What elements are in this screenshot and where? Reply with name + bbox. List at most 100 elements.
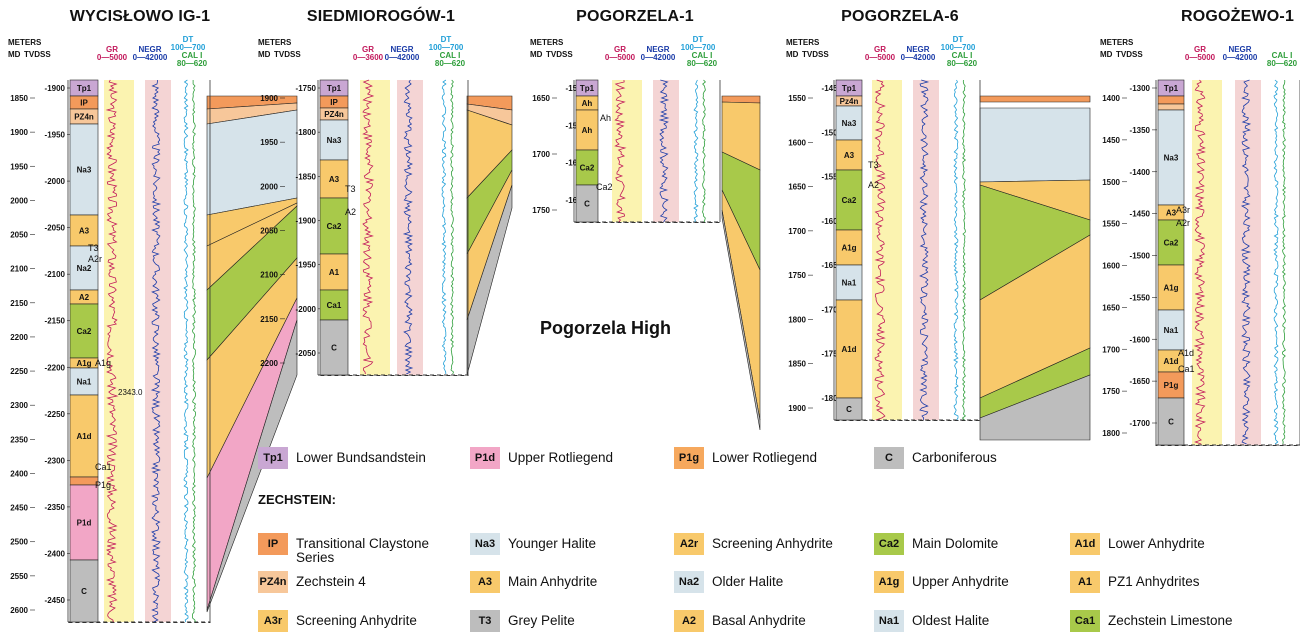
tvdss-tick: -2000 [296, 305, 317, 314]
gr-track-bg [872, 80, 902, 420]
md-header: MD [8, 50, 21, 59]
unit-C [319, 319, 349, 376]
band-c-d [979, 374, 1091, 441]
tvdss-tick: -1950 [45, 131, 66, 140]
tvdss-header: TVDSS [24, 50, 51, 59]
dt-curve [441, 79, 447, 375]
tvdss-tick: -1950 [296, 261, 317, 270]
unit-label-Ah: Ah [582, 126, 593, 135]
negr-curve [919, 79, 930, 421]
md-tick: 1950 [260, 138, 278, 147]
dt-curve [953, 79, 959, 421]
legend-swatch-ip: IP [258, 533, 288, 555]
md-tick: 1900 [788, 404, 806, 413]
unit-Na1 [1157, 309, 1185, 351]
unit-A1d [69, 394, 99, 478]
pick-label-3: Ca1 [95, 462, 112, 472]
negr-track-bg [397, 80, 423, 375]
md-tick: 1900 [10, 128, 28, 137]
negr-curve [150, 79, 162, 623]
md-tick: 1950 [10, 162, 28, 171]
md-tick: 2200 [260, 359, 278, 368]
gr-header: GR [1194, 45, 1206, 54]
legend-label-ca1: Zechstein Limestone [1108, 613, 1233, 628]
md-tick: 2500 [10, 538, 28, 547]
gr-header: GR [106, 45, 118, 54]
tvdss-tick: -2150 [45, 317, 66, 326]
pick-label-2: A1g [95, 358, 111, 368]
md-tick: 1600 [1102, 262, 1120, 271]
md-tick: 1750 [788, 271, 806, 280]
meters-header: METERS [530, 38, 564, 47]
tvdss-header: TVDSS [274, 50, 301, 59]
band-c-a [206, 319, 298, 613]
tvdss-tick: -2450 [45, 596, 66, 605]
band-ip-d [979, 95, 1091, 103]
tvdss-tick: -2300 [45, 456, 66, 465]
tvdss-tick: -1400 [1130, 168, 1151, 177]
md-tick: 1700 [532, 150, 550, 159]
gr-header: GR [614, 45, 626, 54]
gr-header: GR [874, 45, 886, 54]
unit-A3 [835, 139, 863, 171]
unit-label-Tp1: Tp1 [580, 84, 595, 93]
legend-swatch-a3r: A3r [258, 610, 288, 632]
cal-curve [450, 79, 454, 375]
cal-header: CAL I [440, 51, 461, 60]
md-tick: 1750 [532, 206, 550, 215]
meters-header: METERS [258, 38, 292, 47]
dt-curve [183, 79, 189, 623]
well-title-siedmiorogow: SIEDMIOROGÓW-1 [306, 8, 456, 25]
unit-label-A1d: A1d [76, 432, 91, 441]
unit-label-A1d: A1d [841, 345, 856, 354]
md-header: MD [530, 50, 543, 59]
pogorzela-high-label: Pogorzela High [540, 318, 672, 338]
unit-label-Ca2: Ca2 [842, 196, 857, 205]
meters-header: METERS [786, 38, 820, 47]
unit-label-Ah: Ah [582, 99, 593, 108]
md-tick: 2000 [10, 196, 28, 205]
legend-label-ip: Transitional Claystone Series [296, 536, 430, 565]
unit-label-A1: A1 [329, 268, 340, 277]
negr-track-bg [1235, 80, 1261, 445]
md-tick: 2550 [10, 572, 28, 581]
gr-curve [105, 79, 119, 623]
tvdss-tick: -2050 [296, 349, 317, 358]
legend-swatch-t3: T3 [470, 610, 500, 632]
dt-range: 100—700 [681, 43, 716, 52]
dt-range: 100—700 [941, 43, 976, 52]
pick-label-5: T3 [345, 184, 356, 194]
negr-range: 0—42000 [385, 53, 420, 62]
tvdss-tick: -1450 [822, 84, 843, 93]
unit-label-PZ4n: PZ4n [74, 113, 94, 122]
tvdss-tick: -1850 [296, 172, 317, 181]
md-tick: 1500 [1102, 178, 1120, 187]
legend-label-pz4n: Zechstein 4 [296, 574, 366, 589]
dt-header: DT [693, 35, 704, 44]
legend-swatch-ca2: Ca2 [874, 533, 904, 555]
pick-label-1: A2r [88, 254, 102, 264]
tvdss-tick: -1600 [1130, 335, 1151, 344]
md-tick: 1800 [1102, 429, 1120, 438]
legend-label-a2r: Screening Anhydrite [712, 536, 833, 551]
unit-A3 [69, 214, 99, 247]
unit-label-Pz4n: Pz4n [840, 97, 859, 106]
unit-label-Na2: Na2 [77, 264, 92, 273]
unit-label-A2: A2 [79, 293, 90, 302]
gr-track-bg [360, 80, 390, 375]
md-tick: 1700 [788, 227, 806, 236]
unit-Na3 [1157, 109, 1185, 206]
tvdss-tick: -2050 [45, 224, 66, 233]
tvdss-tick: -1550 [822, 173, 843, 182]
md-header: MD [786, 50, 799, 59]
legend-swatch-a2r: A2r [674, 533, 704, 555]
unit-Na2 [69, 245, 99, 291]
tvdss-header: TVDSS [546, 50, 573, 59]
dt-curve [1273, 79, 1279, 445]
unit-A1g [1157, 264, 1185, 311]
well-title-wyciswowo: WYCISŁOWO IG-1 [69, 8, 211, 25]
legend-swatch-p1g: P1g [674, 447, 704, 469]
pick-label-8: Ca2 [596, 182, 613, 192]
pick-label-7: Ah [600, 113, 611, 123]
